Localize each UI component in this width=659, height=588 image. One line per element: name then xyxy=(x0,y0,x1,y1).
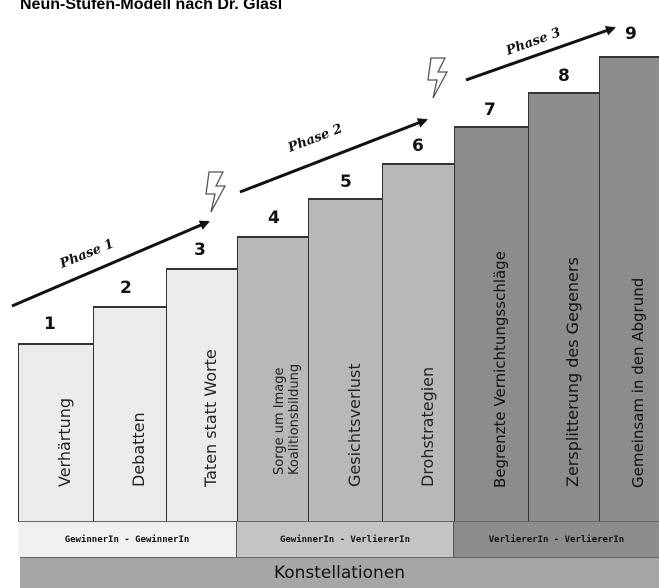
phase-1-arrow xyxy=(11,220,210,308)
phase-1-constellation: GewinnerIn - GewinnerIn xyxy=(18,521,237,557)
phase-3-label: Phase 3 xyxy=(503,25,562,59)
page-title: Neun-Stufen-Modell nach Dr. Glasl xyxy=(20,0,283,13)
stage-2: Debatten xyxy=(93,306,166,521)
stage-4: Sorge um Image Koalitionsbildung xyxy=(237,236,308,521)
phase-3-constellation: VerliererIn - VerliererIn xyxy=(454,521,659,557)
lightning-icon xyxy=(427,57,449,99)
phase-2-arrow xyxy=(239,118,428,194)
stage-1: Verhärtung xyxy=(18,343,93,521)
stage-3-number: 3 xyxy=(194,240,206,260)
stage-8-number: 8 xyxy=(558,66,570,86)
phase-2-label: Phase 2 xyxy=(285,121,344,156)
stage-2-number: 2 xyxy=(120,278,132,298)
stage-5: Gesichtsverlust xyxy=(308,198,382,521)
stage-9: Gemeinsam in den Abgrund xyxy=(599,56,659,521)
stage-6: Drohstrategien xyxy=(382,163,454,521)
stage-7: Begrenzte Vernichtungsschläge xyxy=(454,126,528,521)
stage-3: Taten statt Worte xyxy=(166,268,237,521)
stage-5-number: 5 xyxy=(340,172,352,192)
stage-4-number: 4 xyxy=(268,208,280,228)
stage-6-number: 6 xyxy=(412,136,424,156)
stage-7-number: 7 xyxy=(484,100,496,120)
phase-3-arrow xyxy=(465,25,616,82)
stage-9-number: 9 xyxy=(625,24,637,44)
phase-2-constellation: GewinnerIn - VerliererIn xyxy=(237,521,454,557)
lightning-icon xyxy=(205,171,227,213)
stage-8: Zersplitterung des Gegeners xyxy=(528,92,599,521)
stage-1-number: 1 xyxy=(44,314,56,334)
constellations-label: Konstellationen xyxy=(20,557,659,588)
